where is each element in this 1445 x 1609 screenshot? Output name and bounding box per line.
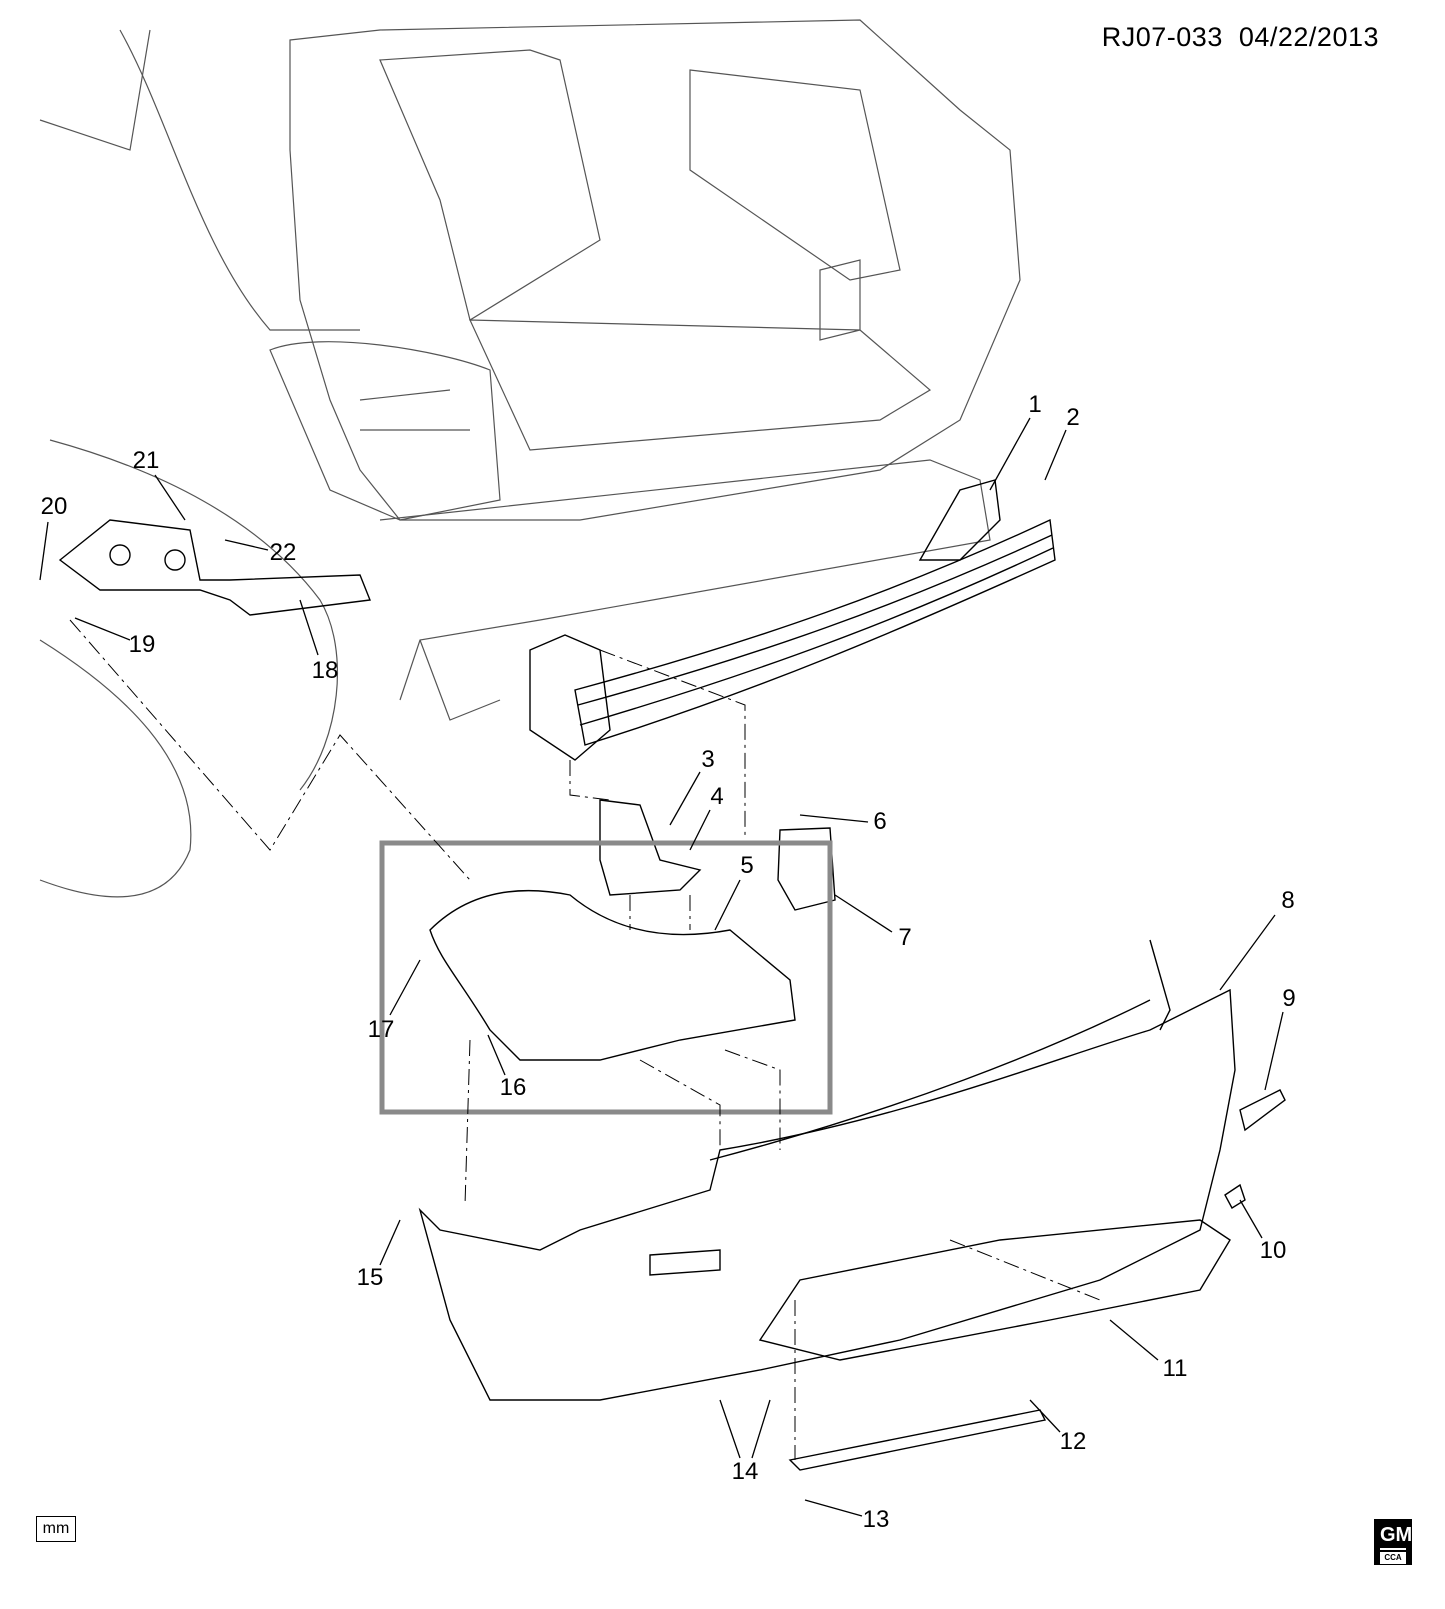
gm-logo: GM CCA — [1374, 1519, 1412, 1565]
callout-18[interactable]: 18 — [311, 657, 339, 684]
vehicle-body-outline — [39, 19, 1021, 898]
callout-7[interactable]: 7 — [898, 924, 912, 951]
callout-22[interactable]: 22 — [269, 539, 297, 566]
callout-3[interactable]: 3 — [701, 746, 715, 773]
bracket-7 — [777, 827, 836, 911]
callout-16[interactable]: 16 — [499, 1074, 527, 1101]
callout-6[interactable]: 6 — [873, 808, 887, 835]
callout-14[interactable]: 14 — [731, 1458, 759, 1485]
bumper-impact-bar — [529, 479, 1056, 761]
units-badge: mm — [36, 1516, 76, 1542]
callout-8[interactable]: 8 — [1281, 887, 1295, 914]
lower-fascia-skid-plate — [758, 1219, 1231, 1361]
callout-12[interactable]: 12 — [1059, 1428, 1087, 1455]
callout-10[interactable]: 10 — [1259, 1237, 1287, 1264]
callout-15[interactable]: 15 — [356, 1264, 384, 1291]
energy-absorber — [429, 889, 796, 1061]
gm-logo-text: GM — [1380, 1522, 1412, 1550]
highlight-box — [379, 840, 833, 1115]
leader-lines — [39, 417, 1284, 1517]
diagram-code: RJ07-033 — [1101, 22, 1223, 52]
alignment-lines — [69, 619, 1101, 1460]
callout-4[interactable]: 4 — [710, 783, 724, 810]
callout-20[interactable]: 20 — [40, 493, 68, 520]
callout-9[interactable]: 9 — [1282, 985, 1296, 1012]
callout-2[interactable]: 2 — [1066, 404, 1080, 431]
callout-21[interactable]: 21 — [132, 447, 160, 474]
gm-logo-subtext: CCA — [1380, 1552, 1406, 1564]
lower-trim-strip — [788, 1409, 1047, 1471]
callout-19[interactable]: 19 — [128, 631, 156, 658]
callout-17[interactable]: 17 — [367, 1016, 395, 1043]
diagram-header: RJ07-033 04/22/2013 — [1102, 22, 1379, 53]
rear-bumper-fascia — [418, 939, 1236, 1401]
callout-5[interactable]: 5 — [740, 852, 754, 879]
callout-11[interactable]: 11 — [1162, 1355, 1188, 1382]
bracket-4 — [599, 799, 702, 896]
diagram-date: 04/22/2013 — [1238, 22, 1379, 52]
callout-1[interactable]: 1 — [1028, 391, 1042, 418]
cover-10 — [1224, 1183, 1246, 1209]
reflector-9 — [1239, 1089, 1286, 1132]
callout-13[interactable]: 13 — [862, 1506, 890, 1533]
bumper-fascia-bracket-left — [58, 519, 371, 616]
